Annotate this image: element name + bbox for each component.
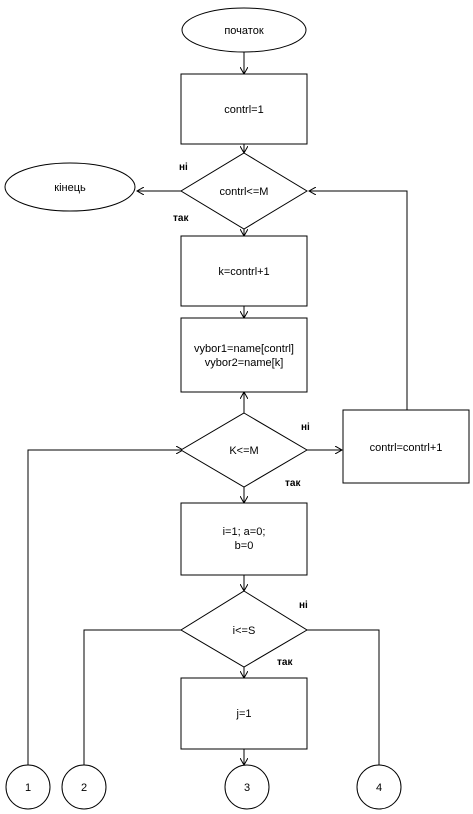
init-iab-label-line1: i=1; a=0; bbox=[223, 526, 266, 538]
connector-1 bbox=[5, 764, 51, 810]
connector-4 bbox=[356, 764, 402, 810]
connector-2-label: 2 bbox=[81, 782, 87, 794]
edge-connector1-to-cond-k bbox=[27, 450, 183, 765]
vybor-label-line2: vybor2=name[k] bbox=[205, 357, 284, 369]
start-terminal bbox=[181, 7, 307, 53]
k-yes-label: так bbox=[285, 478, 301, 489]
edge-increment-back-to-outer bbox=[309, 191, 408, 410]
start-label: початок bbox=[224, 25, 263, 37]
end-label: кінець bbox=[54, 182, 86, 194]
i-condition-decision bbox=[180, 590, 308, 668]
increment-label: contrl=contrl+1 bbox=[370, 442, 443, 454]
outer-no-label: ні bbox=[179, 162, 188, 173]
edge-i-no-to-connector4 bbox=[307, 629, 380, 765]
init-label: contrl=1 bbox=[224, 104, 263, 116]
init-iab-label-line2: b=0 bbox=[235, 540, 254, 552]
i-no-label: ні bbox=[299, 600, 308, 611]
connector-4-label: 4 bbox=[376, 782, 382, 794]
outer-yes-label: так bbox=[173, 213, 189, 224]
init-process bbox=[180, 73, 308, 145]
edge-i-left-to-connector2 bbox=[83, 629, 183, 765]
outer-condition-decision bbox=[180, 152, 308, 230]
outer-condition-label: contrl<=M bbox=[220, 186, 269, 198]
k-condition-label: K<=M bbox=[229, 445, 258, 457]
i-condition-label: i<=S bbox=[233, 625, 256, 637]
k-assign-label: k=contrl+1 bbox=[218, 266, 269, 278]
j-assign-process bbox=[180, 677, 308, 750]
i-yes-label: так bbox=[277, 657, 293, 668]
connector-3 bbox=[224, 764, 270, 810]
j-assign-label: j=1 bbox=[236, 708, 252, 720]
k-no-label: ні bbox=[301, 422, 310, 433]
vybor-label-line1: vybor1=name[contrl] bbox=[194, 343, 294, 355]
init-iab-process bbox=[180, 502, 308, 576]
connector-1-label: 1 bbox=[25, 782, 31, 794]
k-condition-decision bbox=[180, 412, 308, 488]
end-terminal bbox=[4, 162, 136, 212]
connector-3-label: 3 bbox=[244, 782, 250, 794]
connector-2 bbox=[61, 764, 107, 810]
k-assign-process bbox=[180, 235, 308, 307]
increment-process bbox=[342, 409, 470, 484]
vybor-process bbox=[180, 317, 308, 393]
